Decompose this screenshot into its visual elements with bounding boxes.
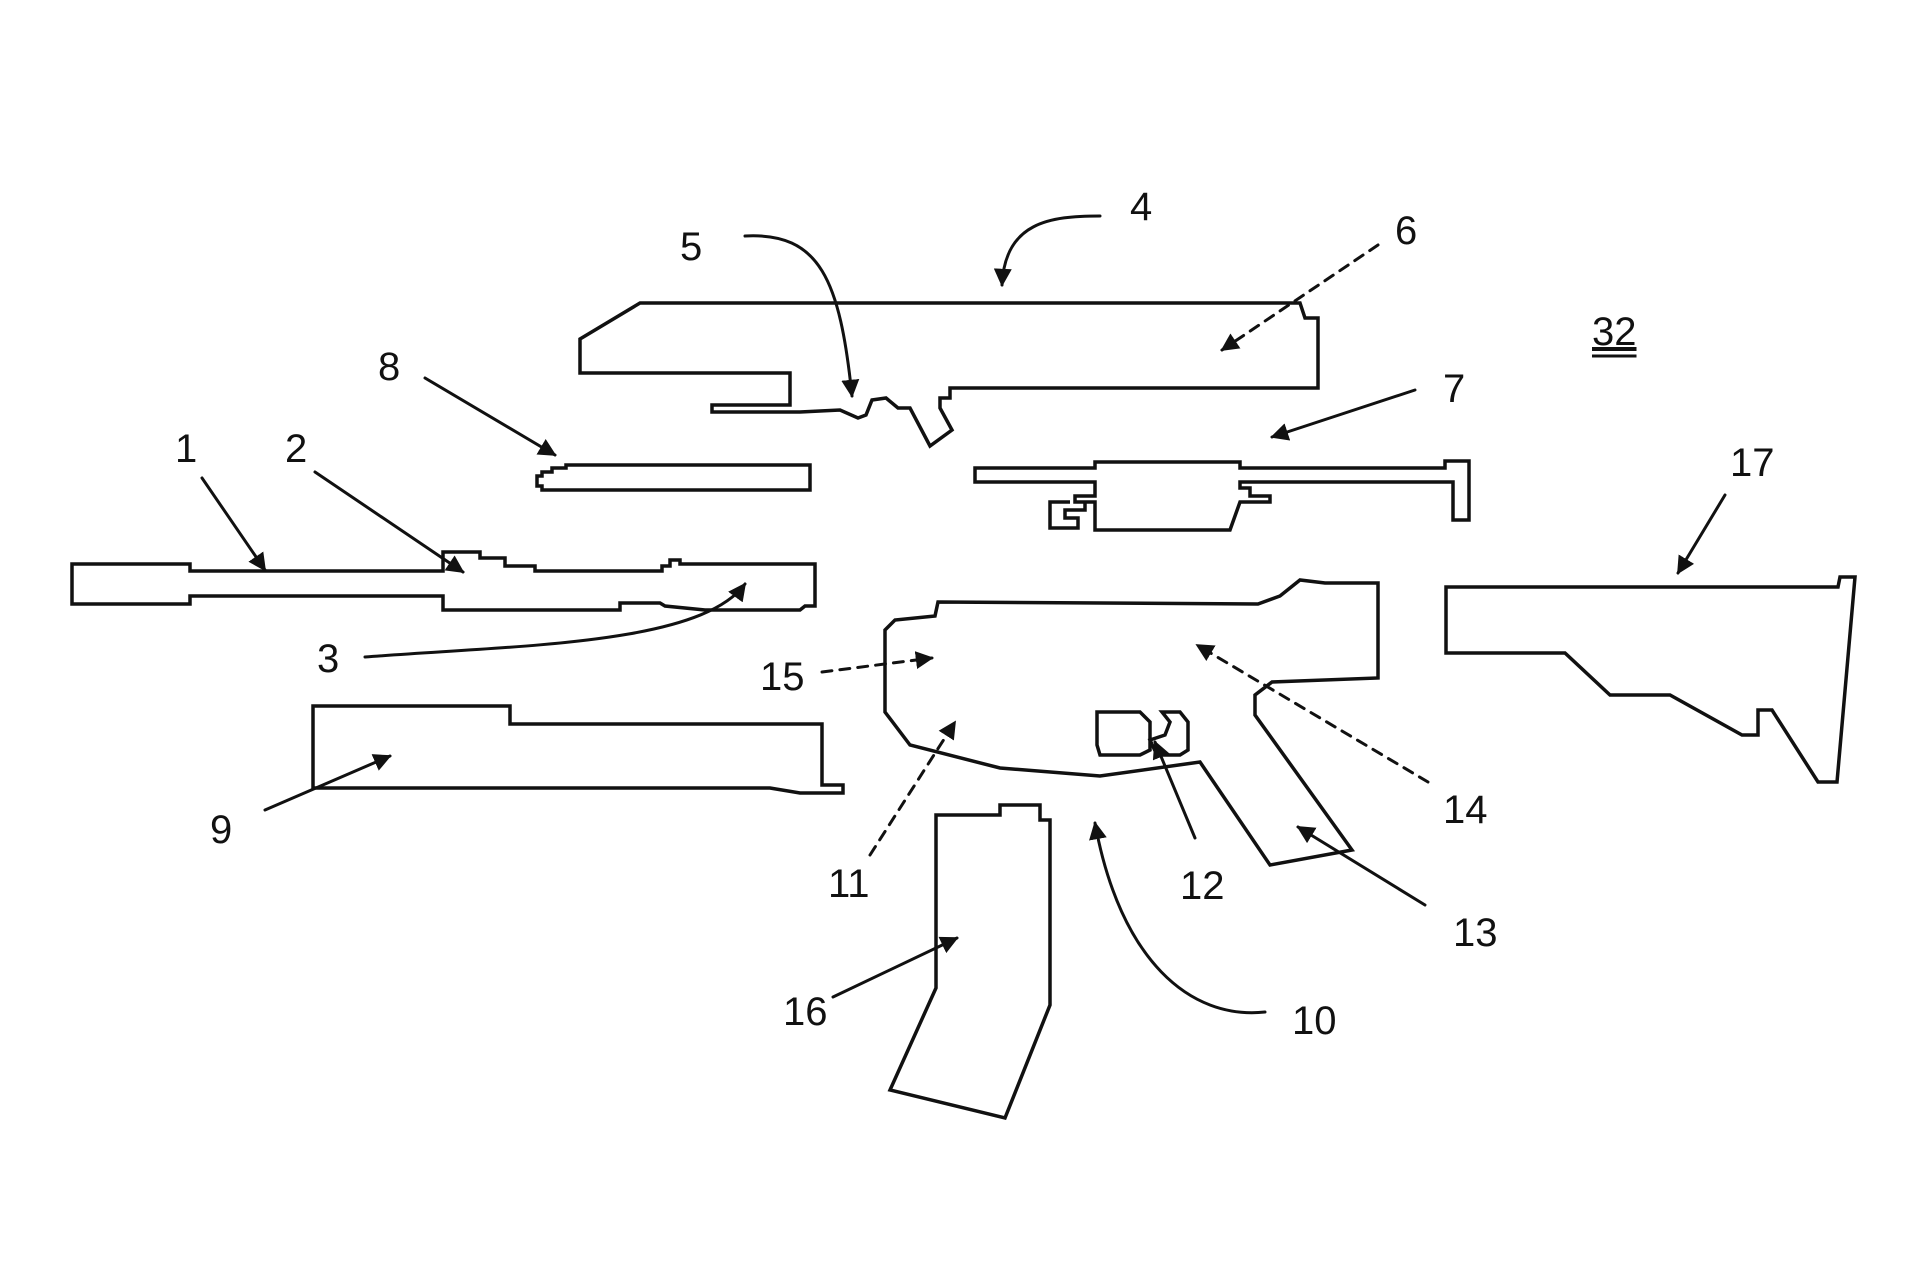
- leader-5: [743, 234, 860, 398]
- leader-1: [200, 476, 267, 572]
- leader-3: [363, 582, 747, 659]
- ref-label-13: 13: [1453, 911, 1498, 955]
- leader-11: [868, 720, 957, 857]
- leader-6: [1220, 243, 1380, 352]
- trigger-blade-outline: [1147, 710, 1190, 757]
- leader-15: [820, 651, 934, 674]
- lower-receiver-outline: [883, 578, 1380, 867]
- leader-7: [1270, 388, 1417, 441]
- ref-label-3: 3: [317, 637, 339, 681]
- ref-label-5: 5: [680, 225, 702, 269]
- leader-12: [1152, 740, 1197, 840]
- upper-receiver-outline: [578, 301, 1320, 449]
- ref-label-4: 4: [1130, 185, 1152, 229]
- ref-label-16: 16: [783, 990, 828, 1034]
- bolt-carrier-outline: [973, 459, 1471, 532]
- leader-2: [313, 470, 465, 574]
- trigger-outline: [1095, 710, 1152, 757]
- magazine-outline: [887, 803, 1052, 1121]
- leader-13: [1296, 825, 1427, 907]
- stock-outline: [1444, 575, 1857, 784]
- ref-label-6: 6: [1395, 209, 1417, 253]
- ref-label-11: 11: [828, 862, 870, 906]
- leader-4: [993, 214, 1102, 287]
- ref-label-14: 14: [1443, 788, 1488, 832]
- ref-label-15: 15: [760, 655, 805, 699]
- leader-16: [831, 936, 959, 999]
- leader-14: [1195, 643, 1430, 784]
- ref-label-9: 9: [210, 808, 232, 852]
- leader-8: [423, 376, 557, 457]
- ref-label-2: 2: [285, 427, 307, 471]
- ref-label-17: 17: [1730, 441, 1775, 485]
- handguard-outline: [311, 704, 845, 795]
- leader-9: [263, 754, 392, 812]
- leader-17: [1676, 493, 1727, 575]
- ref-label-7: 7: [1443, 367, 1465, 411]
- ref-label-10: 10: [1292, 999, 1337, 1043]
- barrel-assembly-outline: [70, 550, 817, 612]
- leader-10: [1089, 821, 1267, 1015]
- figure-number: 32: [1592, 310, 1637, 354]
- ref-label-8: 8: [378, 345, 400, 389]
- ref-label-12: 12: [1180, 864, 1225, 908]
- bolt-outline: [535, 463, 812, 492]
- ref-label-1: 1: [175, 427, 197, 471]
